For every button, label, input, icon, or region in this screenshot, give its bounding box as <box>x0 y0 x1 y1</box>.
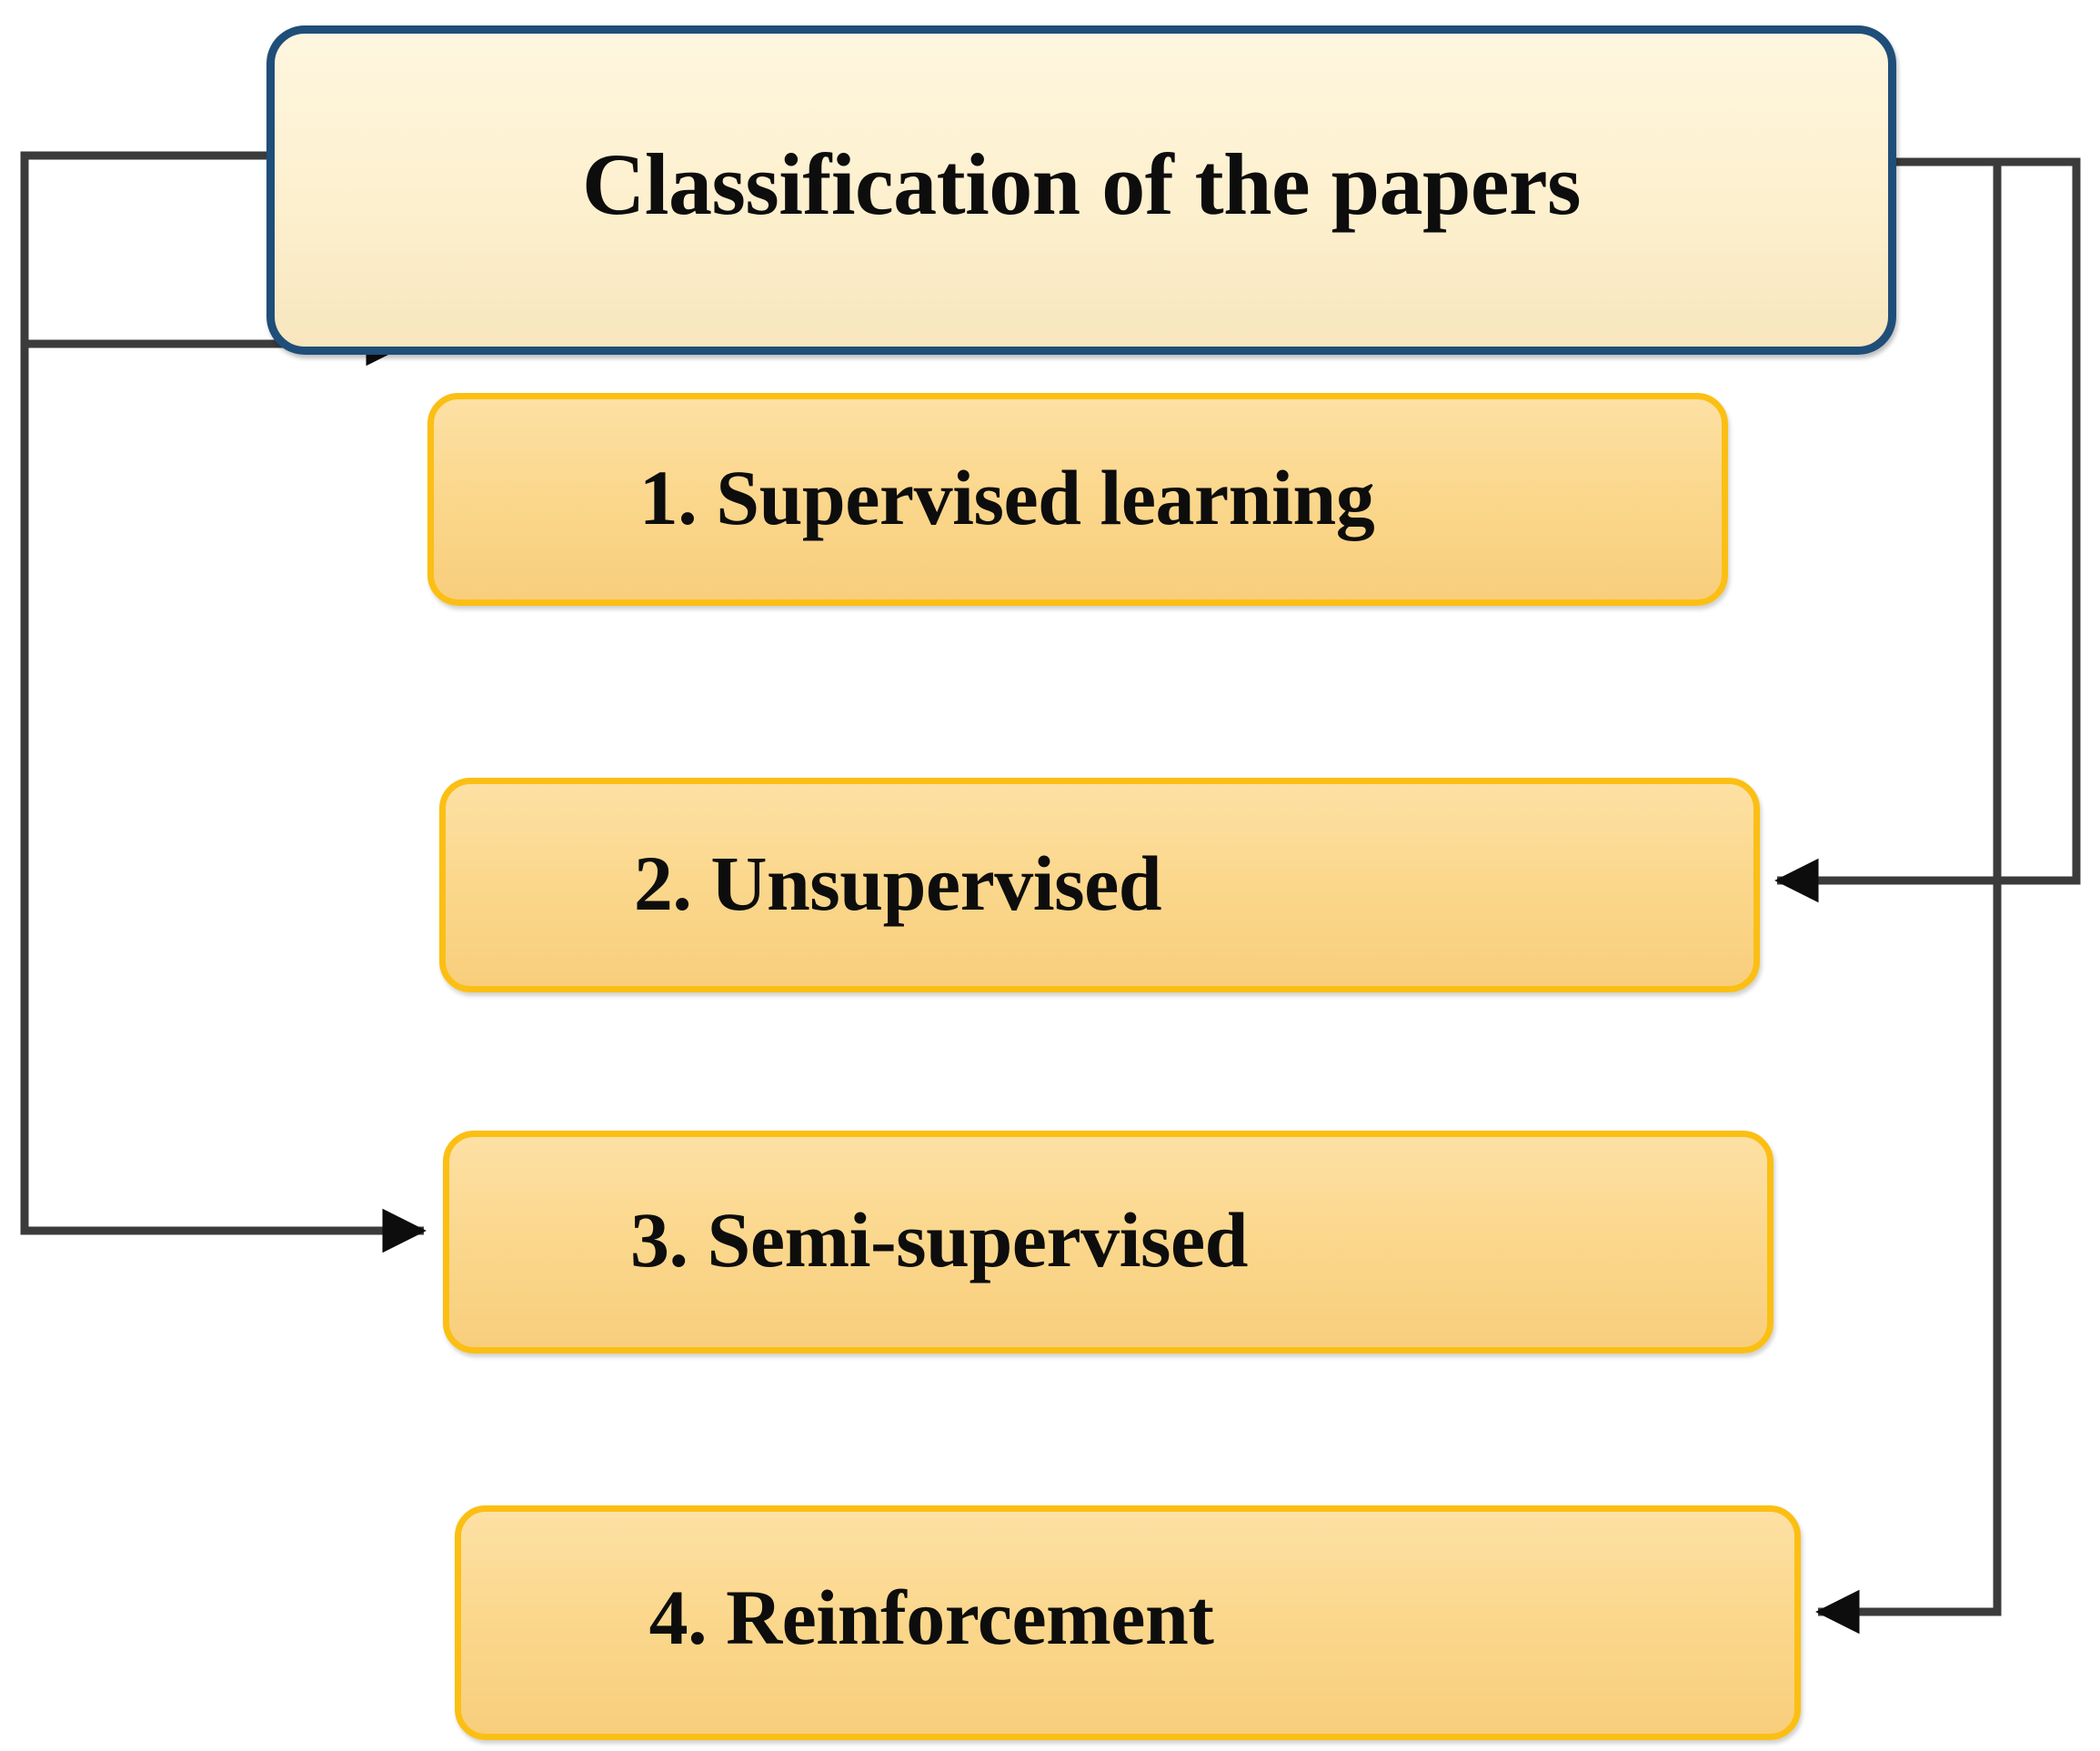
node-supervised-learning-label: 1. Supervised learning <box>638 453 1375 541</box>
node-reinforcement-label: 4. Reinforcement <box>648 1573 1214 1661</box>
node-unsupervised[interactable]: 2. Unsupervised <box>439 778 1760 992</box>
node-supervised-learning[interactable]: 1. Supervised learning <box>427 393 1728 606</box>
node-reinforcement[interactable]: 4. Reinforcement <box>455 1505 1801 1740</box>
node-classification-of-the-papers[interactable]: Classification of the papers <box>266 25 1896 355</box>
connector-to-reinforcement <box>1815 162 2002 1635</box>
connector-left-trunk <box>20 151 271 1235</box>
node-root-label: Classification of the papers <box>582 135 1581 233</box>
node-semi-supervised[interactable]: 3. Semi-supervised <box>443 1131 1773 1354</box>
node-semi-supervised-label: 3. Semi-supervised <box>630 1196 1249 1284</box>
node-unsupervised-label: 2. Unsupervised <box>633 839 1162 927</box>
